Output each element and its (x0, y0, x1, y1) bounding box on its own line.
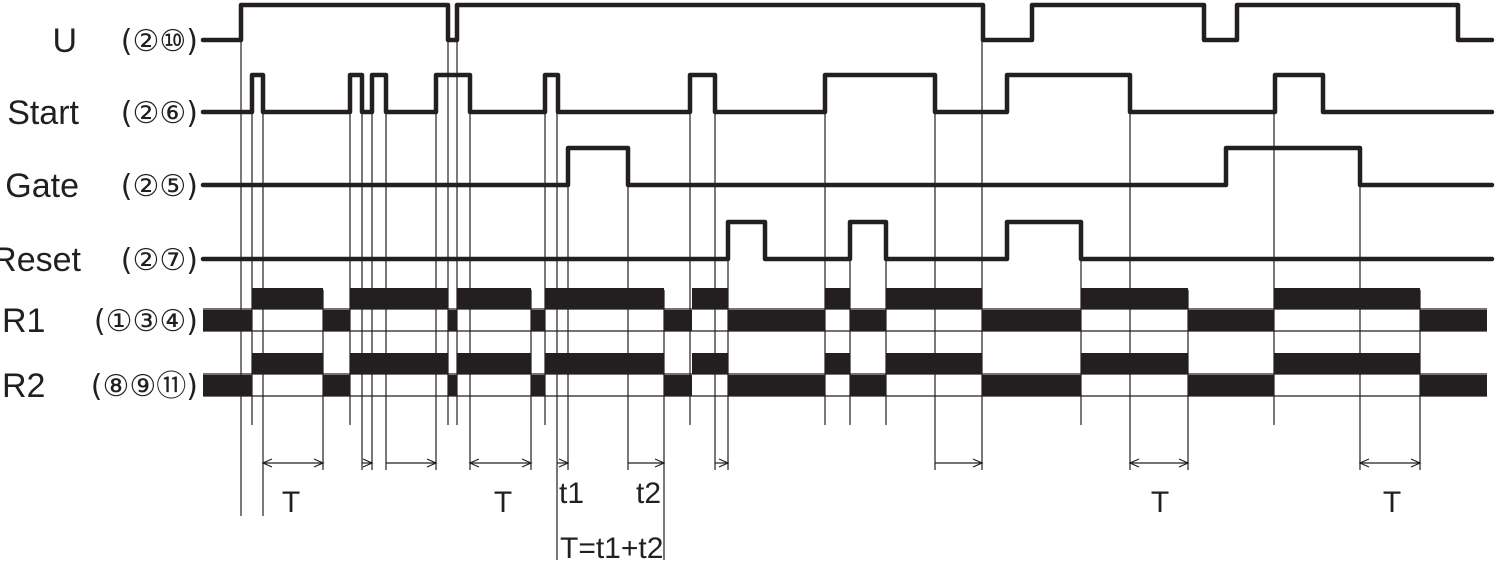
dimension-label-formula: T=t1+t2 (560, 532, 663, 565)
r1-released-bar (664, 310, 692, 331)
dimension-labels: T T T T t1 t2 T=t1+t2 (282, 477, 1401, 565)
r2-energized-bar (1274, 353, 1420, 374)
r1-energized-bar (1274, 288, 1420, 309)
r1-energized-bar (252, 288, 323, 309)
r2-energized-bar (252, 353, 323, 374)
r2-energized-bar (1081, 353, 1188, 374)
terminals-r2: (⑧⑨⑪) (91, 369, 198, 404)
r2-energized-bar (350, 353, 448, 374)
r1-energized-bar (886, 288, 982, 309)
terminals-r1: (①③④) (94, 304, 198, 339)
arrowhead-right-icon (362, 458, 374, 468)
terminals-start: (②⑥) (121, 96, 198, 131)
arrowhead-right-icon (718, 458, 730, 468)
r1-energized-bar (825, 288, 850, 309)
waveforms (200, 2, 1495, 560)
arrowhead-left-icon (1358, 458, 1370, 468)
r2-energized-bar (886, 353, 982, 374)
r1-energized-bar (457, 288, 531, 309)
r2-energized-bar (457, 353, 531, 374)
dimension-label-t: T (1151, 486, 1169, 519)
waveform-start (200, 72, 1495, 115)
label-r1: R1 (2, 302, 45, 340)
dimension-label-t2: t2 (636, 477, 661, 510)
terminals-gate: (②⑤) (121, 169, 198, 204)
r1-energized-bar (692, 288, 728, 309)
r1-released-bar (203, 310, 252, 331)
label-start: Start (7, 94, 79, 132)
dimension-label-t: T (494, 486, 512, 519)
terminals-u: (②⑩) (121, 24, 198, 59)
arrowhead-right-icon (426, 458, 438, 468)
dimension-label-t: T (1383, 486, 1401, 519)
r1-released-bar (1188, 310, 1274, 331)
arrowhead-left-icon (1128, 458, 1140, 468)
r2-released-bar (1420, 375, 1487, 396)
waveform-gate (200, 145, 1495, 188)
dimension-label-t1: t1 (559, 477, 584, 510)
arrowhead-right-icon (1178, 458, 1190, 468)
waveform-u (200, 2, 1495, 43)
r2-released-bar (1188, 375, 1274, 396)
r2-energized-bar (825, 353, 850, 374)
arrowhead-right-icon (521, 458, 533, 468)
arrowhead-right-icon (654, 458, 666, 468)
arrowhead-right-icon (1410, 458, 1422, 468)
r2-released-bar (448, 375, 457, 396)
label-gate: Gate (5, 167, 79, 205)
arrowhead-right-icon (972, 458, 984, 468)
arrowhead-left-icon (261, 458, 273, 468)
r2-released-bar (850, 375, 886, 396)
r2-energized-bar (545, 353, 664, 374)
r2-released-bar (203, 375, 252, 396)
r1-released-bar (323, 310, 350, 331)
arrowhead-right-icon (558, 458, 570, 468)
r1-energized-bar (1081, 288, 1188, 309)
arrowhead-right-icon (313, 458, 325, 468)
r2-energized-bar (692, 353, 728, 374)
dimension-label-t: T (282, 486, 300, 519)
r1-released-bar (1420, 310, 1487, 331)
r2-released-bar (323, 375, 350, 396)
r1-released-bar (531, 310, 545, 331)
r2-released-bar (664, 375, 692, 396)
r2-released-bar (982, 375, 1081, 396)
r1-released-bar (448, 310, 457, 331)
r1-energized-bar (545, 288, 664, 309)
waveform-reset (200, 219, 1495, 262)
r2-released-bar (531, 375, 545, 396)
r2-released-bar (728, 375, 825, 396)
r1-released-bar (982, 310, 1081, 331)
r1-released-bar (728, 310, 825, 331)
label-u: U (52, 22, 77, 60)
label-r2: R2 (2, 367, 45, 405)
r1-released-bar (850, 310, 886, 331)
label-reset: Reset (0, 241, 82, 279)
arrowhead-left-icon (468, 458, 480, 468)
terminals-reset: (②⑦) (121, 243, 198, 278)
signal-labels: U (②⑩) Start (②⑥) Gate (②⑤) Reset (②⑦) R… (0, 22, 198, 405)
r1-energized-bar (350, 288, 448, 309)
